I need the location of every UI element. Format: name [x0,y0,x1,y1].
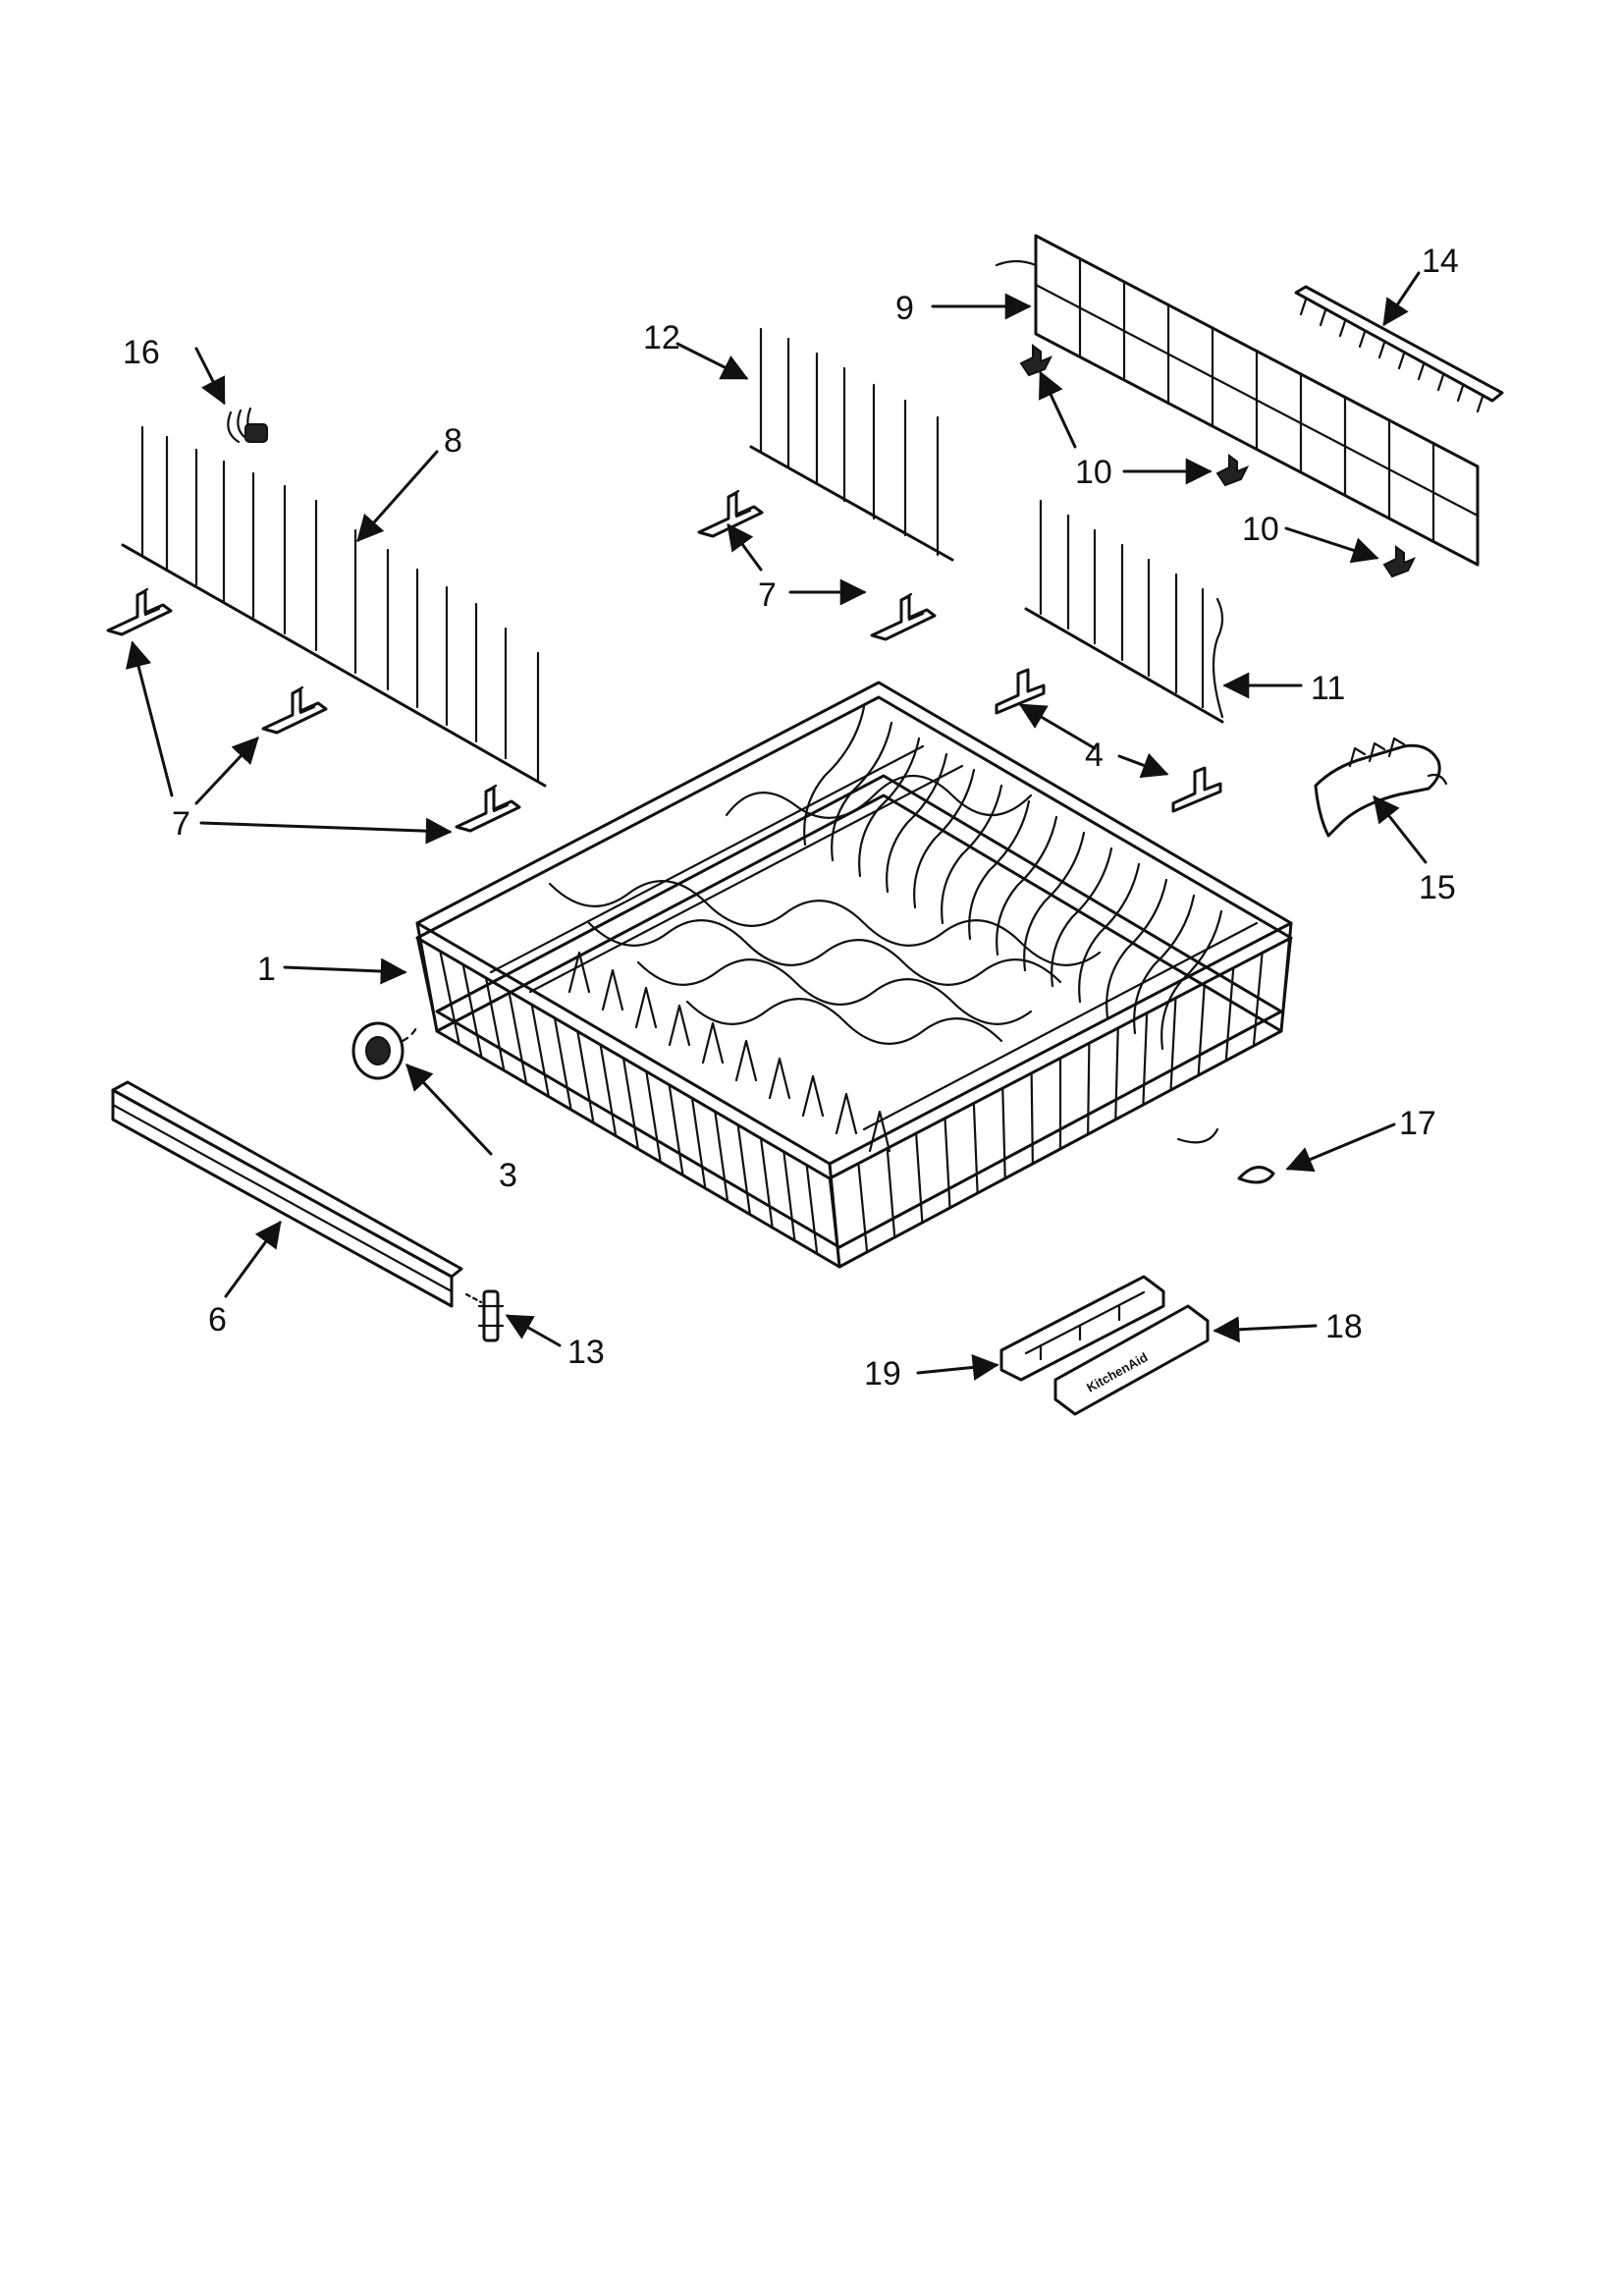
part-8-tine-row [121,425,547,788]
part-7-clip [455,784,521,833]
callout-6: 6 [208,1301,227,1339]
part-3-wheel [351,1021,419,1080]
callout-1: 1 [257,951,276,988]
part-7-clip [106,587,173,636]
part-17-hook [1237,1166,1275,1184]
callout-18: 18 [1325,1308,1363,1345]
callout-8: 8 [444,422,462,460]
callout-10-low: 10 [1242,511,1279,548]
part-11-tine-row [1024,499,1224,724]
part-10-clip [1382,545,1417,578]
part-6-rail [111,1080,463,1308]
callout-12: 12 [643,319,680,356]
part-10-clip [1215,454,1250,487]
callout-15: 15 [1419,869,1456,906]
part-4-clip [995,668,1046,715]
callout-4: 4 [1085,737,1104,774]
part-12-tine-row [749,327,954,562]
part-10-clip [1019,344,1053,377]
callout-7-mid: 7 [758,576,777,614]
part-15-bracket [1314,737,1448,838]
leader-lines [126,271,1428,1381]
callout-7-left: 7 [172,805,190,843]
callout-labels: 16 8 12 9 14 10 10 7 7 4 11 15 1 3 17 6 … [123,243,1459,1393]
callout-10-top: 10 [1075,454,1112,491]
part-13-stop [464,1289,505,1342]
callout-17: 17 [1399,1105,1436,1142]
part-7-clip [870,592,937,641]
part-4-clip [1171,766,1222,813]
callout-3: 3 [499,1157,517,1194]
part-9-grid-shelf [995,234,1480,567]
callout-14: 14 [1422,243,1459,280]
part-14-comb-bar [1294,285,1504,413]
callout-13: 13 [567,1334,605,1371]
part-16-clip-bundle [227,407,268,444]
callout-11: 11 [1311,670,1345,707]
callout-19: 19 [864,1355,901,1393]
part-7-clip [261,685,328,735]
part-1-upper-rack [415,681,1293,1269]
callout-16: 16 [123,334,160,371]
part-19-handle-base [999,1275,1165,1382]
callout-9: 9 [895,290,914,327]
